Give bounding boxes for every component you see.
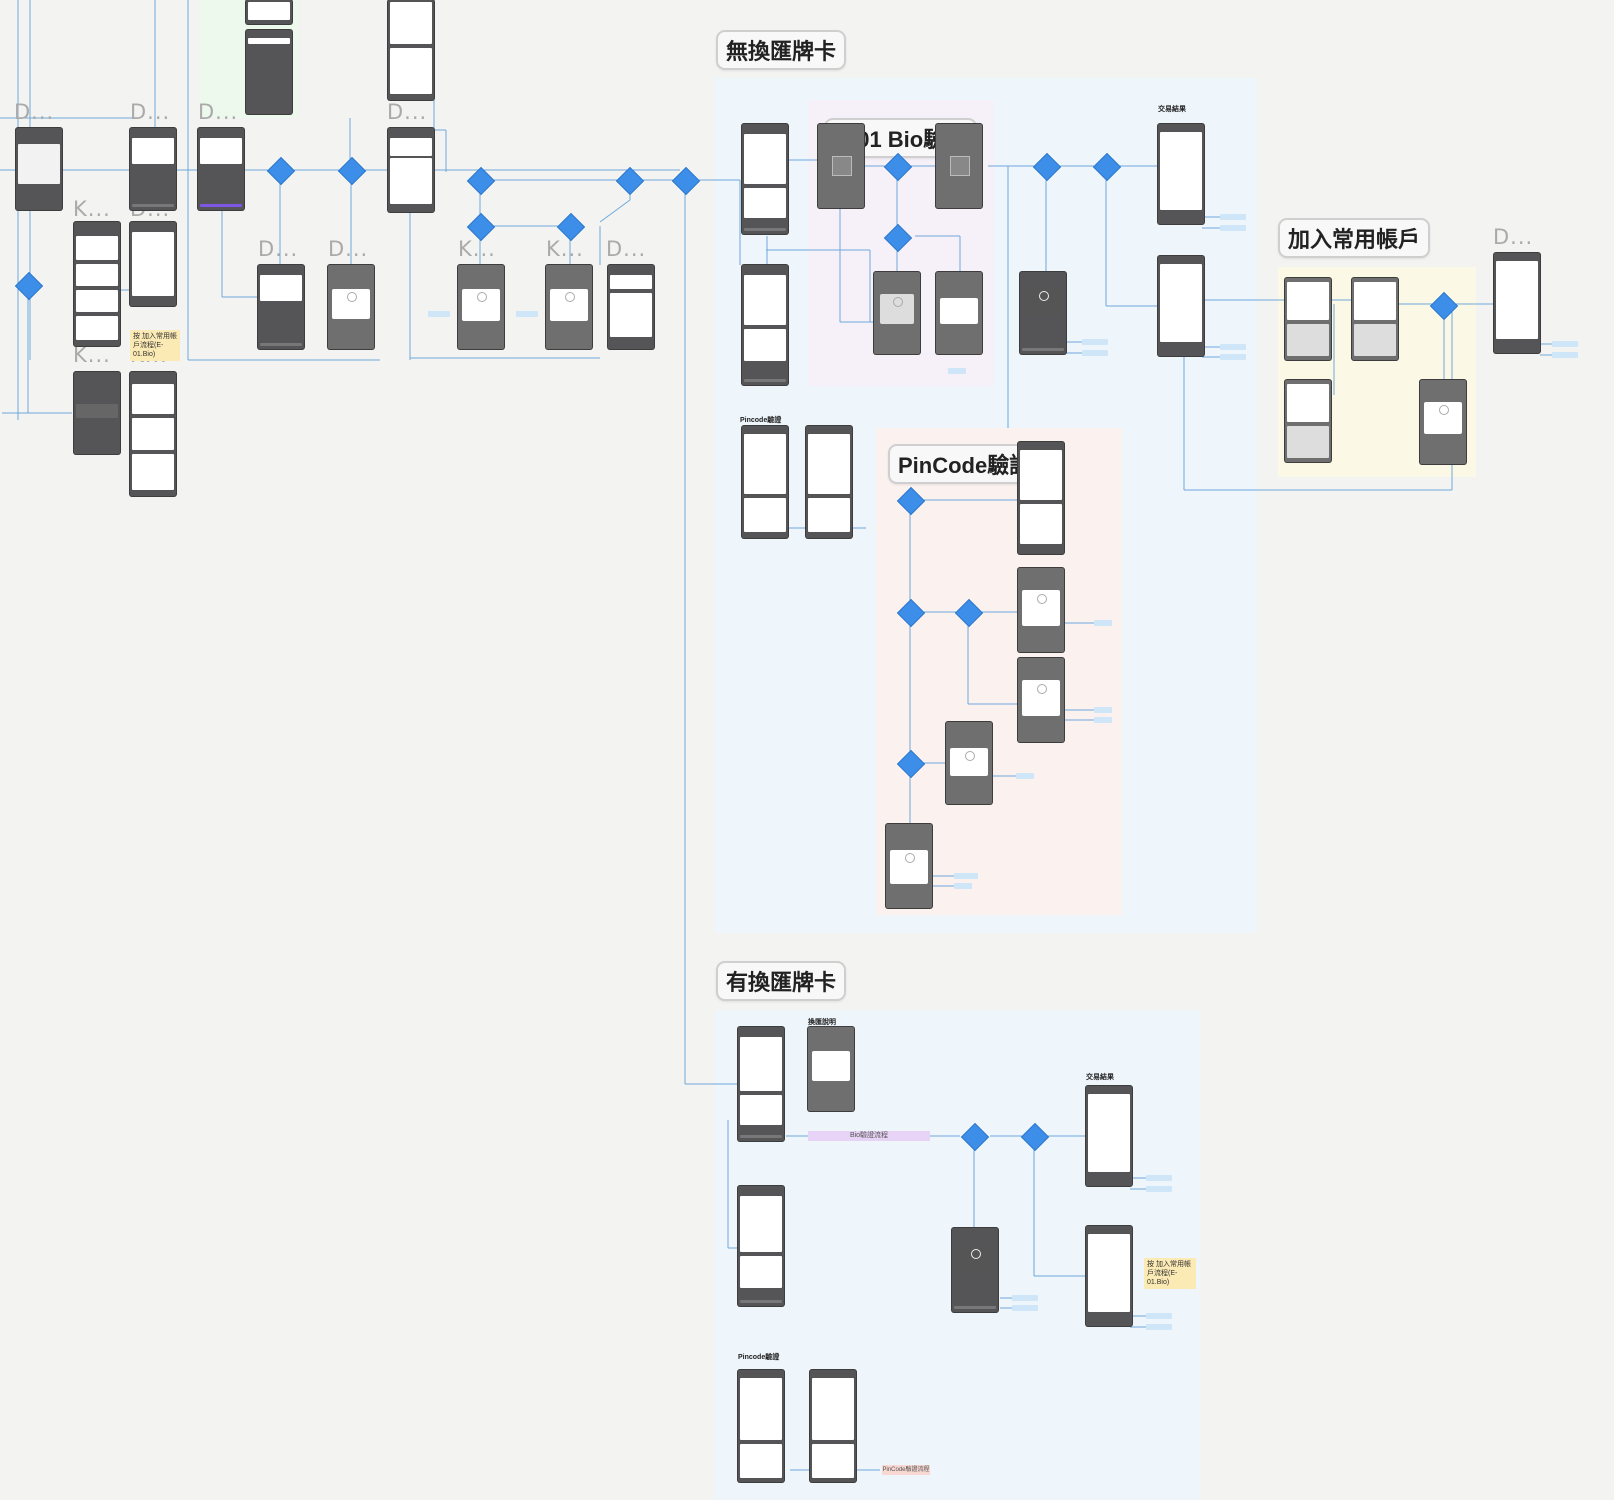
screen-frame[interactable] [74,222,120,346]
label-tx-result-1: 交易結果 [1158,106,1186,113]
screen-pincode-expired[interactable] [886,824,932,908]
screen-pincode-locked[interactable] [1018,568,1064,652]
screen-pincode[interactable] [810,1370,856,1482]
sticky-note: 按 加入常用帳戶流程(E-01.Bio) [130,330,180,361]
collapsed-marker-k[interactable]: K... [73,197,111,221]
screen-tx-result[interactable] [1086,1086,1132,1186]
screen-frame[interactable] [258,265,304,349]
collapsed-marker-d[interactable]: D... [14,100,55,124]
screen-add-account-done[interactable] [1420,380,1466,464]
screen-frame[interactable] [16,128,62,210]
screen-exchange-info[interactable] [808,1027,854,1111]
screen-frame[interactable] [130,372,176,496]
screen-tx-result[interactable] [1158,124,1204,224]
screen-result[interactable] [1020,272,1066,354]
section-title-with-exchange: 有換匯牌卡 [716,961,847,1001]
action-tag[interactable] [1220,214,1246,220]
screen-confirm[interactable] [742,124,788,234]
screen-tx-result[interactable] [1086,1226,1132,1326]
screen-confirm[interactable] [742,265,788,385]
screen-frame[interactable] [546,265,592,349]
label-pincode-check-1: Pincode驗證 [740,417,782,424]
action-tag[interactable] [954,883,972,889]
screen-frame[interactable] [198,128,244,210]
screen-pincode-input[interactable] [1018,442,1064,554]
collapsed-marker-d[interactable]: D... [1493,225,1534,249]
screen-bio[interactable] [936,124,982,208]
screen-result[interactable] [952,1228,998,1312]
action-tag[interactable] [1220,225,1246,231]
collapsed-marker-d[interactable]: D... [328,237,369,261]
action-tag[interactable] [1146,1313,1172,1319]
screen-add-account[interactable] [1285,278,1331,360]
action-tag[interactable] [948,368,966,374]
section-title-add-account: 加入常用帳戶 [1278,218,1431,258]
label-pincode-check-2: Pincode驗證 [738,1354,780,1361]
screen-bio[interactable] [818,124,864,208]
action-tag[interactable] [1082,350,1108,356]
action-tag[interactable] [1012,1295,1038,1301]
pincode-flow-bar[interactable]: PinCode驗證流程 [882,1465,930,1475]
screen-pincode[interactable] [738,1370,784,1482]
action-tag[interactable] [1012,1305,1038,1311]
screen-bio-alert[interactable] [936,272,982,354]
action-tag[interactable] [1016,773,1034,779]
collapsed-marker-d[interactable]: D... [198,100,239,124]
screen-frame[interactable] [458,265,504,349]
screen-frame[interactable] [388,0,434,100]
collapsed-marker-d[interactable]: D... [258,237,299,261]
collapsed-marker-d[interactable]: D... [606,237,647,261]
screen-pincode[interactable] [806,426,852,538]
screen-frame[interactable] [246,30,292,114]
sticky-note: 按 加入常用帳戶流程(E-01.Bio) [1144,1258,1196,1289]
screen-frame[interactable] [74,372,120,454]
screen-add-account[interactable] [1285,380,1331,462]
action-tag[interactable] [1082,339,1108,345]
section-title-pincode: PinCode驗證 [888,444,1042,484]
action-tag[interactable] [1146,1324,1172,1330]
screen-frame[interactable] [388,128,434,212]
section-title-no-exchange: 無換匯牌卡 [716,30,847,70]
screen-tx-result[interactable] [1158,256,1204,356]
action-tag[interactable] [1146,1186,1172,1192]
action-tag[interactable] [516,311,538,317]
action-tag[interactable] [954,873,978,879]
screen-confirm[interactable] [738,1027,784,1141]
collapsed-marker-k[interactable]: K... [546,237,584,261]
screen-bio-fail[interactable] [874,272,920,354]
screen-frame[interactable] [130,128,176,210]
action-tag[interactable] [1094,620,1112,626]
screen-frame[interactable] [608,265,654,349]
action-tag[interactable] [1220,344,1246,350]
bio-flow-bar[interactable]: Bio驗證流程 [808,1131,930,1141]
action-tag[interactable] [1094,707,1112,713]
collapsed-marker-k[interactable]: K... [73,343,111,367]
screen-frame[interactable] [328,265,374,349]
screen-pincode-error[interactable] [946,722,992,804]
screen-frame[interactable] [130,222,176,306]
collapsed-marker-k[interactable]: K... [458,237,496,261]
action-tag[interactable] [1146,1175,1172,1181]
screen-pincode-locked[interactable] [1018,658,1064,742]
label-tx-result-2: 交易結果 [1086,1074,1114,1081]
action-tag[interactable] [1094,717,1112,723]
screen-pincode[interactable] [742,426,788,538]
collapsed-marker-d[interactable]: D... [130,100,171,124]
action-tag[interactable] [1552,341,1578,347]
screen-add-account[interactable] [1352,278,1398,360]
collapsed-marker-d[interactable]: D... [387,100,428,124]
action-tag[interactable] [1552,352,1578,358]
action-tag[interactable] [1220,354,1246,360]
screen-confirm[interactable] [738,1186,784,1306]
action-tag[interactable] [428,311,450,317]
label-exchange-note: 換匯說明 [808,1019,836,1026]
screen-tx-result[interactable] [1494,253,1540,353]
screen-frame[interactable] [246,0,292,24]
